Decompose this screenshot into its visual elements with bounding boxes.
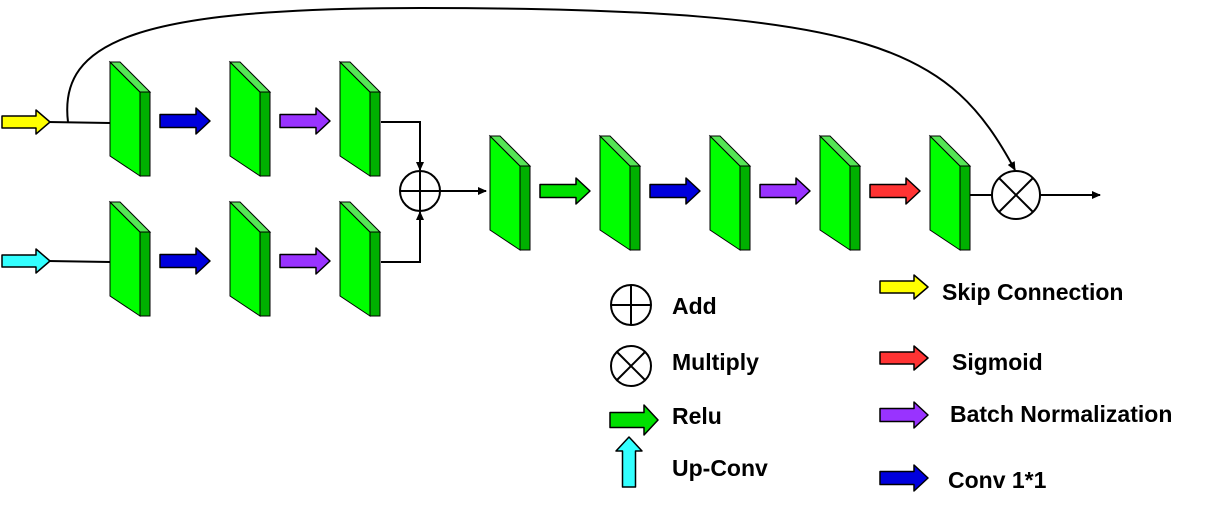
- main-block-2: [598, 134, 642, 251]
- legend-upconv-icon: [615, 436, 643, 488]
- legend-add-icon: [610, 284, 652, 326]
- main-relu-arrow: [539, 177, 591, 205]
- main-block-4: [818, 134, 862, 251]
- top-block-2: [228, 60, 272, 177]
- connector-lines: [47, 6, 1101, 263]
- legend-sigmoid-icon: [879, 345, 929, 371]
- add-symbol: [399, 170, 441, 212]
- bottom-branch-to-add-line: [381, 211, 424, 263]
- top-input-line: [47, 121, 111, 124]
- upconv-input-arrow: [1, 248, 51, 274]
- legend-multiply-label: Multiply: [672, 349, 759, 375]
- multiply-symbol: [991, 170, 1041, 220]
- main-block-3: [708, 134, 752, 251]
- main-block-1: [488, 134, 532, 251]
- legend-skip-icon: [879, 274, 929, 300]
- legend-upconv-label: Up-Conv: [672, 455, 768, 481]
- legend-conv-label: Conv 1*1: [948, 467, 1047, 493]
- top-block-3: [338, 60, 382, 177]
- top-branch-to-add-line: [381, 121, 424, 171]
- bottom-batchnorm-arrow: [279, 247, 331, 275]
- main-batchnorm-arrow: [759, 177, 811, 205]
- skip-connection-curve: [66, 6, 1016, 171]
- operation-arrows: [1, 107, 921, 275]
- main-sigmoid-arrow: [869, 177, 921, 205]
- legend-conv-icon: [879, 464, 929, 492]
- legend: Add Multiply Relu Up-Conv Skip Connectio…: [609, 274, 1172, 493]
- bottom-conv-arrow: [159, 247, 211, 275]
- top-batchnorm-arrow: [279, 107, 331, 135]
- legend-add-label: Add: [672, 293, 717, 319]
- legend-batchnorm-icon: [879, 401, 929, 429]
- legend-relu-label: Relu: [672, 403, 722, 429]
- top-block-1: [108, 60, 152, 177]
- legend-sigmoid-label: Sigmoid: [952, 349, 1043, 375]
- top-conv-arrow: [159, 107, 211, 135]
- bottom-input-line: [47, 260, 111, 263]
- legend-multiply-icon: [610, 345, 652, 387]
- legend-skip-label: Skip Connection: [942, 279, 1123, 305]
- bottom-block-3: [338, 200, 382, 317]
- conv-blocks: [108, 60, 972, 317]
- skip-input-arrow: [1, 109, 51, 135]
- bottom-block-1: [108, 200, 152, 317]
- main-conv-arrow: [649, 177, 701, 205]
- legend-batchnorm-label: Batch Normalization: [950, 401, 1172, 427]
- legend-relu-icon: [609, 404, 659, 436]
- bottom-block-2: [228, 200, 272, 317]
- main-block-5: [928, 134, 972, 251]
